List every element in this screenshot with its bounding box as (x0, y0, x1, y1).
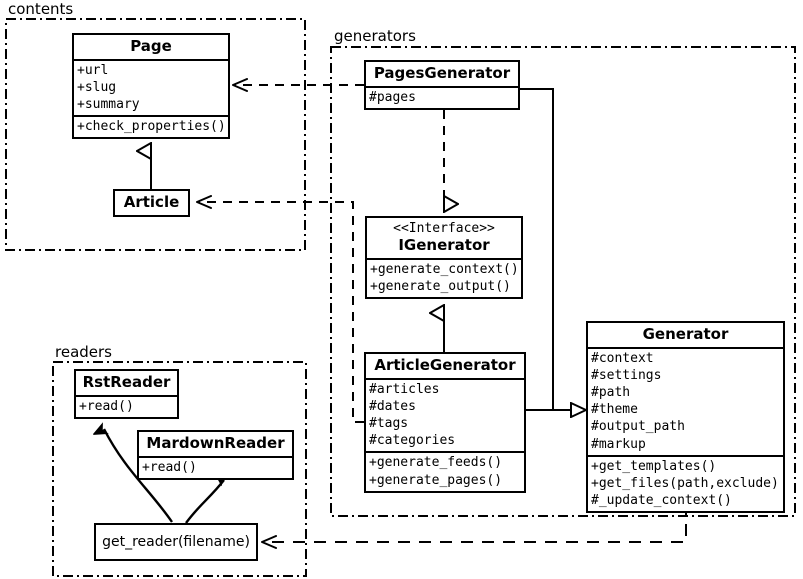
class-name-igenerator: <<Interface>> IGenerator (367, 218, 521, 258)
method-check-properties: +check_properties() (77, 119, 226, 135)
attribute-slug: +slug (77, 79, 117, 95)
class-methods-rstreader: +read() (76, 394, 177, 417)
class-methods-articlegenerator: +generate_feeds() +generate_pages() (366, 451, 524, 490)
edge-generator-depends-getreader (261, 503, 687, 549)
package-frame-contents (5, 18, 306, 251)
node-label-get-reader: get_reader(filename) (102, 534, 250, 550)
package-label-generators: generators (332, 27, 418, 45)
class-box-article[interactable]: Article (113, 189, 190, 217)
attribute-summary: +summary (77, 97, 140, 113)
class-name-pagesgenerator: PagesGenerator (373, 64, 511, 82)
package-frame-generators (330, 46, 796, 517)
class-name-article: Article (123, 193, 180, 211)
class-name-page: Page (130, 37, 172, 55)
package-frame-readers (52, 361, 307, 577)
attribute-path: #path (591, 385, 631, 401)
method-read-rst: +read() (79, 398, 134, 414)
method-read-mardown: +read() (142, 459, 197, 475)
method-generate-pages: +generate_pages() (369, 472, 503, 488)
class-box-page[interactable]: Page +url +slug +summary +check_properti… (72, 33, 230, 140)
attribute-categories: #categories (369, 433, 456, 449)
method-get-files: +get_files(path,exclude) (591, 475, 779, 491)
edge-getreader-to-mardownreader (185, 480, 224, 524)
class-box-igenerator[interactable]: <<Interface>> IGenerator +generate_conte… (365, 216, 523, 300)
method-generate-context: +generate_context() (370, 262, 519, 278)
class-methods-mardownreader: +read() (139, 455, 292, 478)
class-methods-page: +check_properties() (74, 115, 228, 137)
method-generate-output: +generate_output() (370, 279, 511, 295)
attribute-dates: #dates (369, 398, 416, 414)
class-box-mardownreader[interactable]: MardownReader +read() (137, 430, 294, 480)
class-box-articlegenerator[interactable]: ArticleGenerator #articles #dates #tags … (364, 352, 526, 493)
attribute-output-path: #output_path (591, 419, 685, 435)
class-box-generator[interactable]: Generator #context #settings #path #them… (586, 321, 785, 514)
method-get-templates: +get_templates() (591, 458, 717, 474)
edge-articlegenerator-depends-article (196, 195, 364, 423)
class-name-generator: Generator (642, 325, 729, 343)
class-box-rstreader[interactable]: RstReader +read() (74, 369, 179, 419)
class-attributes-pagesgenerator: #pages (366, 85, 518, 108)
package-label-contents: contents (6, 0, 76, 18)
class-box-pagesgenerator[interactable]: PagesGenerator #pages (364, 60, 520, 110)
method-update-context: #_update_context() (591, 493, 732, 509)
class-attributes-page: +url +slug +summary (74, 58, 228, 115)
attribute-context: #context (591, 350, 654, 366)
attribute-markup: #markup (591, 436, 646, 452)
class-name-articlegenerator: ArticleGenerator (374, 356, 516, 374)
attribute-articles: #articles (369, 381, 440, 397)
class-attributes-generator: #context #settings #path #theme #output_… (588, 346, 783, 455)
attribute-url: +url (77, 62, 109, 78)
attribute-settings: #settings (591, 367, 662, 383)
class-name-rstreader: RstReader (82, 373, 171, 391)
class-stereotype-igenerator: <<Interface>> (393, 221, 495, 236)
package-label-readers: readers (53, 343, 114, 361)
class-methods-generator: +get_templates() +get_files(path,exclude… (588, 454, 783, 511)
attribute-theme: #theme (591, 402, 638, 418)
class-methods-igenerator: +generate_context() +generate_output() (367, 258, 521, 297)
attribute-pages: #pages (369, 89, 416, 105)
class-title-igenerator: IGenerator (398, 236, 490, 255)
class-attributes-articlegenerator: #articles #dates #tags #categories (366, 377, 524, 452)
method-generate-feeds: +generate_feeds() (369, 455, 503, 471)
node-get-reader[interactable]: get_reader(filename) (94, 523, 258, 561)
attribute-tags: #tags (369, 416, 409, 432)
class-name-mardownreader: MardownReader (146, 434, 285, 452)
